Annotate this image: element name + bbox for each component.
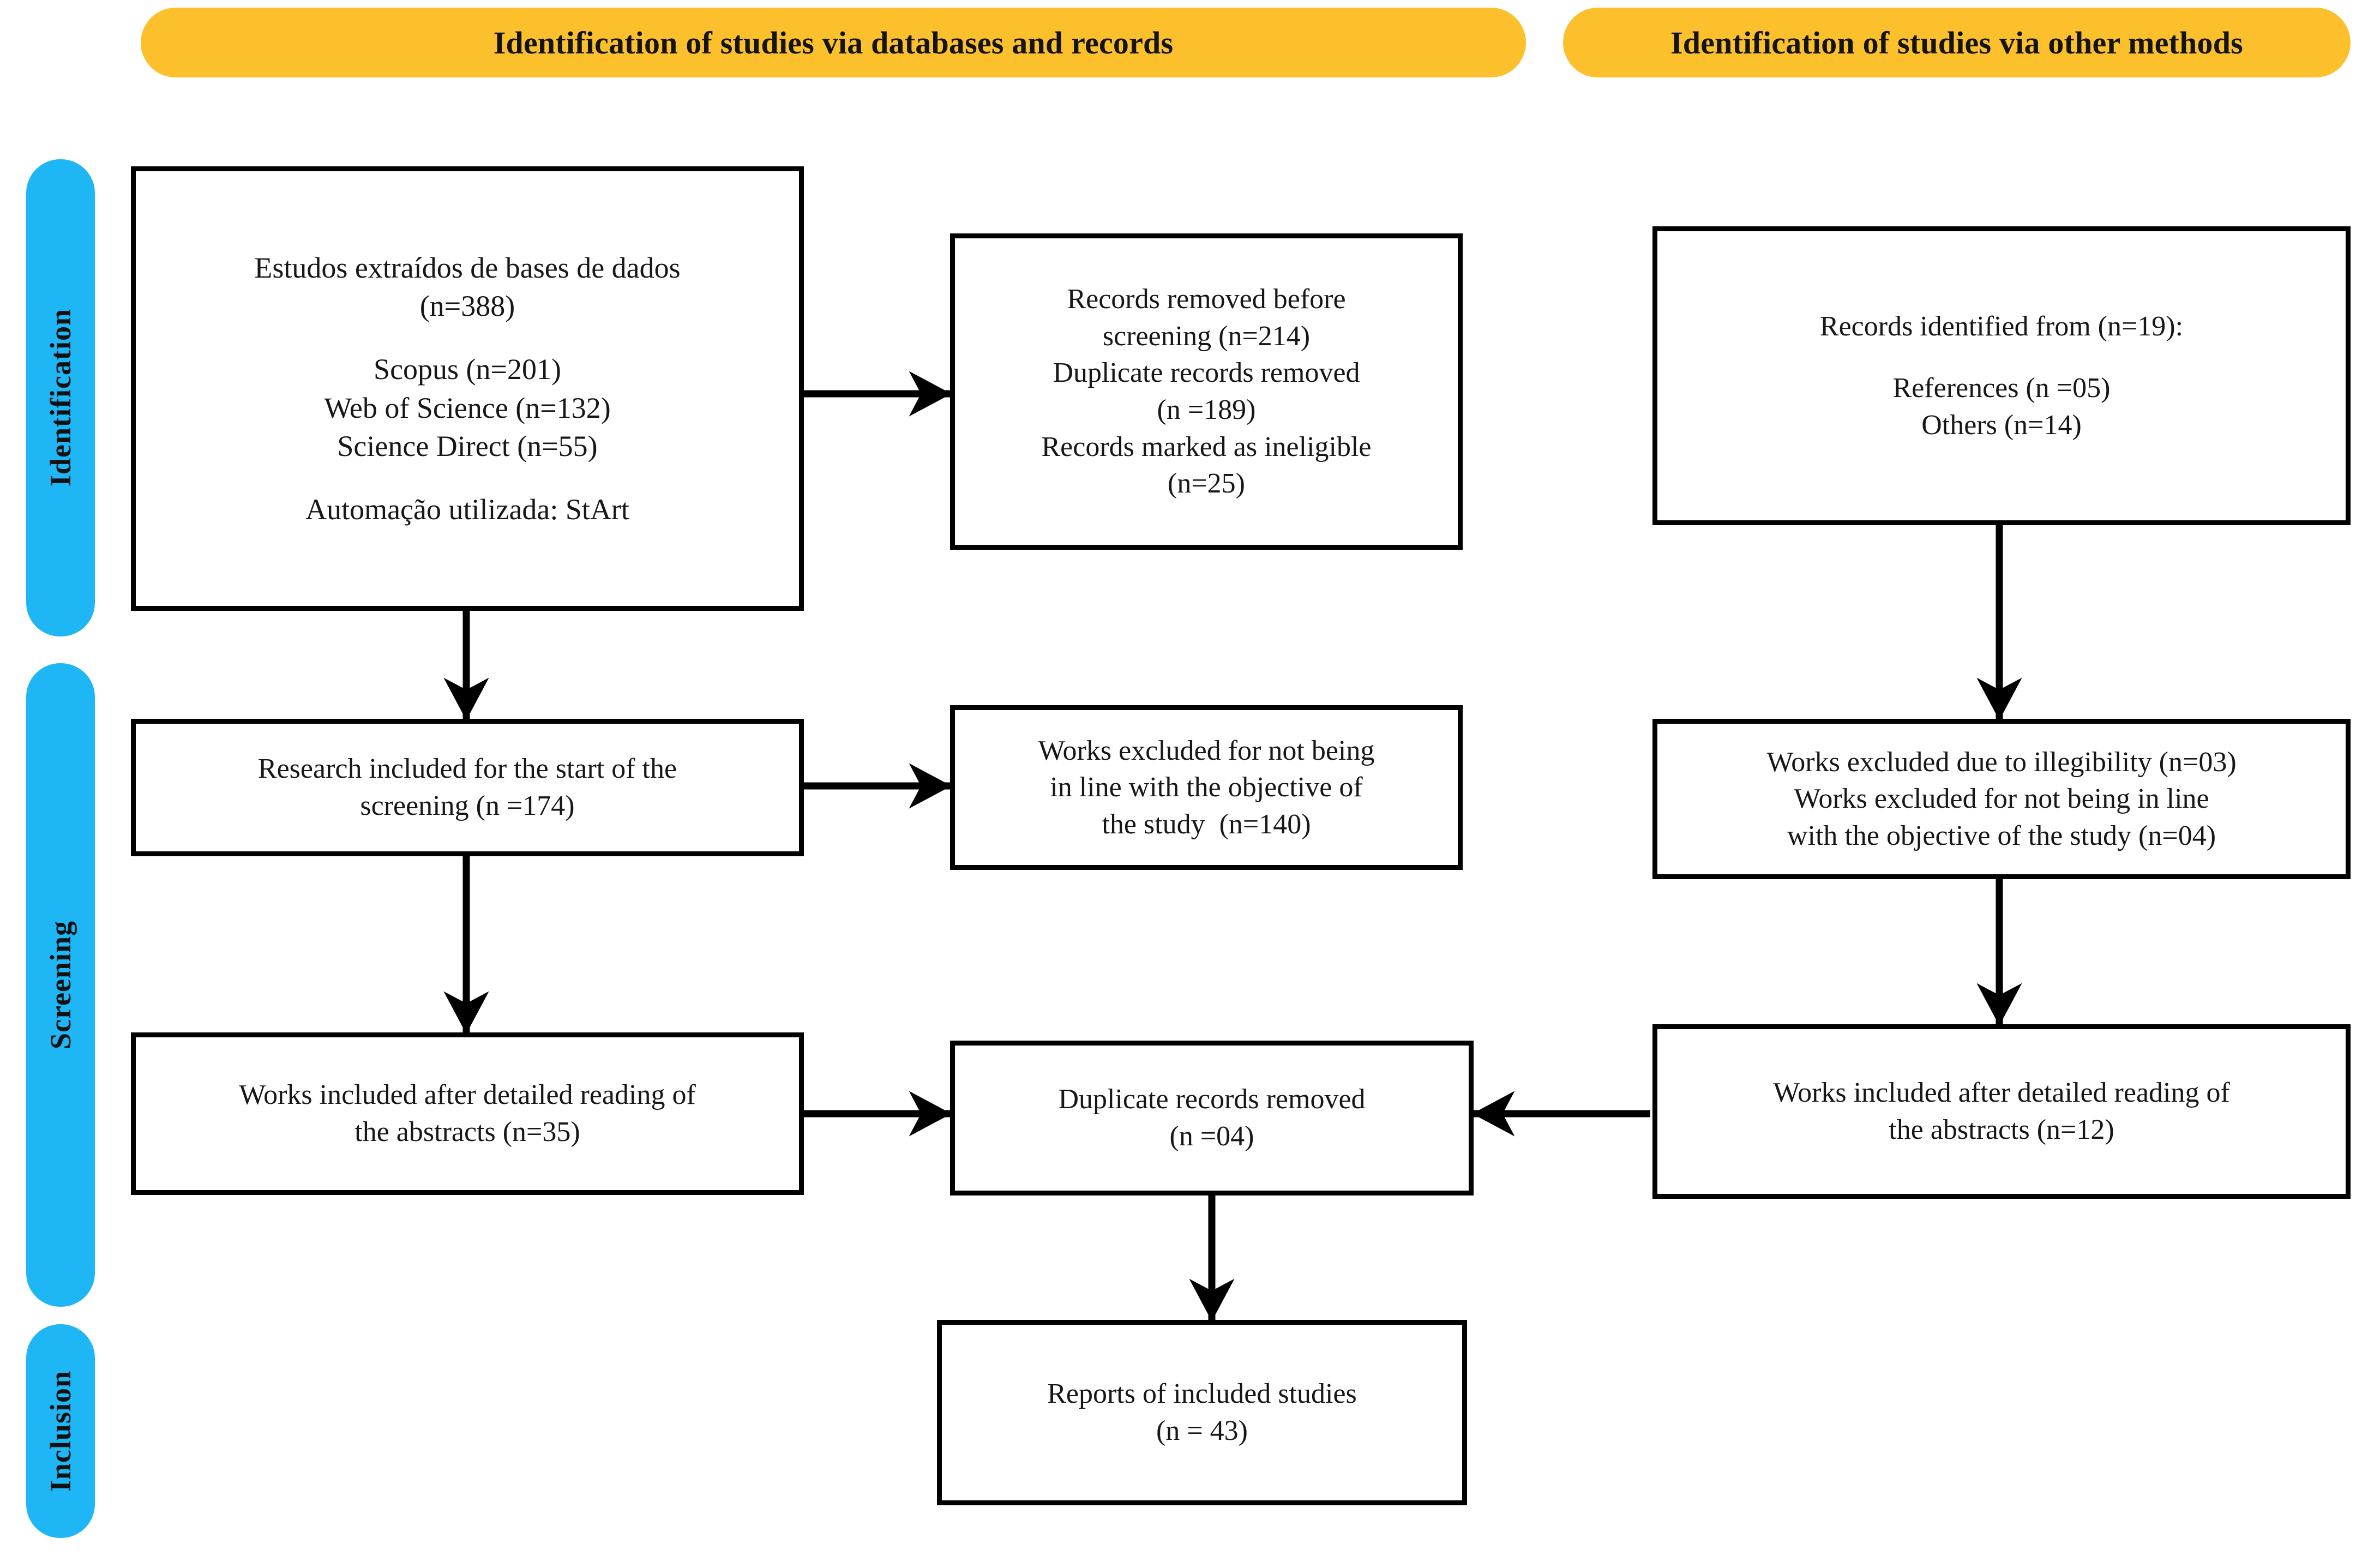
phase-pill-identification-label: Identification	[44, 309, 77, 487]
box-line: Science Direct (n=55)	[337, 429, 598, 462]
box-line: with the objective of the study (n=04)	[1787, 820, 2216, 851]
works-excluded-not-in-line-objective: Works excluded for not being in line with…	[950, 705, 1463, 870]
box-line: Works included after detailed reading of	[1773, 1077, 2230, 1109]
box-line: Web of Science (n=132)	[324, 391, 611, 424]
box-line: (n=388)	[419, 290, 515, 323]
research-included-start-screening: Research included for the start of the sc…	[131, 719, 804, 856]
box-line: the abstracts (n=12)	[1889, 1114, 2114, 1145]
box-line: Records identified from (n=19):	[1819, 310, 2184, 342]
box-line: (n =189)	[1157, 394, 1256, 425]
records-identified-databases: Estudos extraídos de bases de dados (n=38…	[131, 166, 804, 611]
box-line: the study (n=140)	[1102, 808, 1311, 840]
box-line: Works excluded due to illegibility (n=03…	[1766, 746, 2237, 778]
reports-of-included-studies: Reports of included studies (n = 43)	[937, 1320, 1467, 1505]
phase-pill-screening: Screening	[26, 663, 95, 1307]
box-line: Works included after detailed reading of	[239, 1079, 696, 1111]
box-line: Automação utilizada: StArt	[305, 492, 629, 526]
header-banner-other-methods-label: Identification of studies via other meth…	[1670, 25, 2243, 61]
box-line: in line with the objective of	[1050, 772, 1363, 803]
header-banner-databases-label: Identification of studies via databases …	[493, 25, 1174, 61]
box-line: (n=25)	[1168, 468, 1245, 500]
phase-pill-inclusion-label: Inclusion	[44, 1370, 77, 1492]
box-line: the abstracts (n=35)	[354, 1116, 580, 1148]
records-identified-other-methods: Records identified from (n=19): Reference…	[1652, 226, 2351, 525]
phase-pill-screening-label: Screening	[44, 921, 77, 1049]
box-line: Scopus (n=201)	[374, 353, 561, 386]
box-line: (n = 43)	[1156, 1415, 1248, 1446]
box-line: Duplicate records removed	[1053, 357, 1360, 389]
header-banner-databases: Identification of studies via databases …	[141, 8, 1526, 77]
records-removed-before-screening: Records removed before screening (n=214) D…	[950, 233, 1463, 550]
box-line: Records removed before	[1067, 284, 1346, 315]
box-line: screening (n =174)	[360, 790, 575, 821]
box-line: Others (n=14)	[1921, 409, 2082, 441]
box-line: (n =04)	[1169, 1121, 1254, 1152]
box-line: Reports of included studies	[1047, 1378, 1357, 1410]
box-line: References (n =05)	[1892, 373, 2111, 404]
box-line: Research included for the start of the	[257, 753, 677, 785]
box-line: screening (n=214)	[1102, 320, 1311, 352]
box-line: Records marked as ineligible	[1041, 431, 1372, 462]
box-line: Duplicate records removed	[1058, 1084, 1366, 1115]
works-included-after-abstracts-databases: Works included after detailed reading of…	[131, 1032, 804, 1195]
works-included-after-abstracts-other: Works included after detailed reading of…	[1652, 1024, 2351, 1199]
box-line: Estudos extraídos de bases de dados	[254, 251, 681, 284]
header-banner-other-methods: Identification of studies via other meth…	[1563, 8, 2351, 77]
phase-pill-identification: Identification	[26, 159, 95, 636]
works-excluded-illegibility-and-objective: Works excluded due to illegibility (n=03…	[1652, 719, 2351, 879]
duplicate-records-removed: Duplicate records removed (n =04)	[950, 1041, 1474, 1195]
box-line: Works excluded for not being	[1038, 735, 1375, 766]
box-line: Works excluded for not being in line	[1794, 783, 2209, 815]
phase-pill-inclusion: Inclusion	[26, 1324, 95, 1538]
